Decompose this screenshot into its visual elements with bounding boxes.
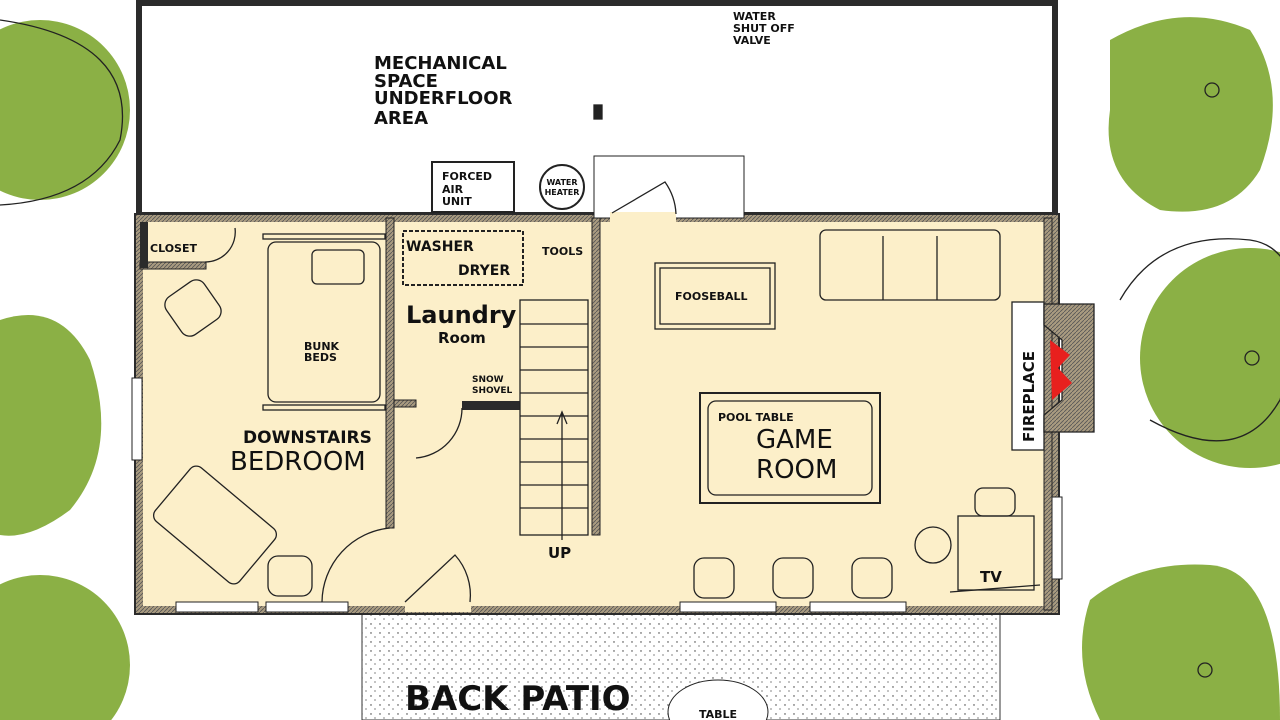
windows xyxy=(131,377,1063,613)
bedroom-label-1: DOWNSTAIRS xyxy=(243,428,372,448)
tv-label: TV xyxy=(980,568,1002,586)
snow-label-2: SHOVEL xyxy=(472,386,513,396)
forced-air-3: UNIT xyxy=(442,195,472,208)
laundry-label-2: Room xyxy=(438,329,486,347)
trees xyxy=(0,17,1280,720)
patio-table-label: TABLE xyxy=(699,708,737,720)
mech-line-4: AREA xyxy=(374,108,428,129)
stairs-up-label: UP xyxy=(548,544,571,562)
tools-label: TOOLS xyxy=(542,245,583,258)
fireplace-label: FIREPLACE xyxy=(1020,351,1038,442)
bunk-label-2: BEDS xyxy=(304,351,337,364)
furniture xyxy=(152,104,1095,599)
snow-label-1: SNOW xyxy=(472,375,504,385)
pool-table-label: POOL TABLE xyxy=(718,411,794,424)
bunk-label-1: BUNK xyxy=(304,340,340,353)
water-heater-2: HEATER xyxy=(545,188,580,197)
valve-line-2: SHUT OFF xyxy=(733,22,795,35)
laundry-label-1: Laundry xyxy=(406,301,517,329)
patio-label: BACK PATIO xyxy=(405,679,631,719)
mech-line-2: SPACE xyxy=(374,71,438,92)
fooseball-label: FOOSEBALL xyxy=(675,290,748,303)
stair-landing xyxy=(593,155,745,219)
valve-line-3: VALVE xyxy=(733,34,771,47)
mech-line-1: MECHANICAL xyxy=(374,53,507,74)
forced-air-1: FORCED xyxy=(442,170,492,183)
doors xyxy=(204,181,677,603)
washer-label: WASHER xyxy=(406,239,474,255)
labels: MECHANICAL SPACE UNDERFLOOR AREA WATER S… xyxy=(150,10,1038,720)
forced-air-2: AIR xyxy=(442,183,464,196)
game-room-label-2: ROOM xyxy=(756,455,837,485)
bedroom-label-2: BEDROOM xyxy=(230,447,366,477)
staircase[interactable] xyxy=(519,299,589,540)
game-room-label-1: GAME xyxy=(756,425,833,455)
valve-line-1: WATER xyxy=(733,10,776,23)
patio-table xyxy=(667,679,769,720)
dryer-label: DRYER xyxy=(458,263,510,279)
water-heater-1: WATER xyxy=(546,178,577,187)
mech-line-3: UNDERFLOOR xyxy=(374,88,513,109)
closet-label: CLOSET xyxy=(150,242,197,255)
